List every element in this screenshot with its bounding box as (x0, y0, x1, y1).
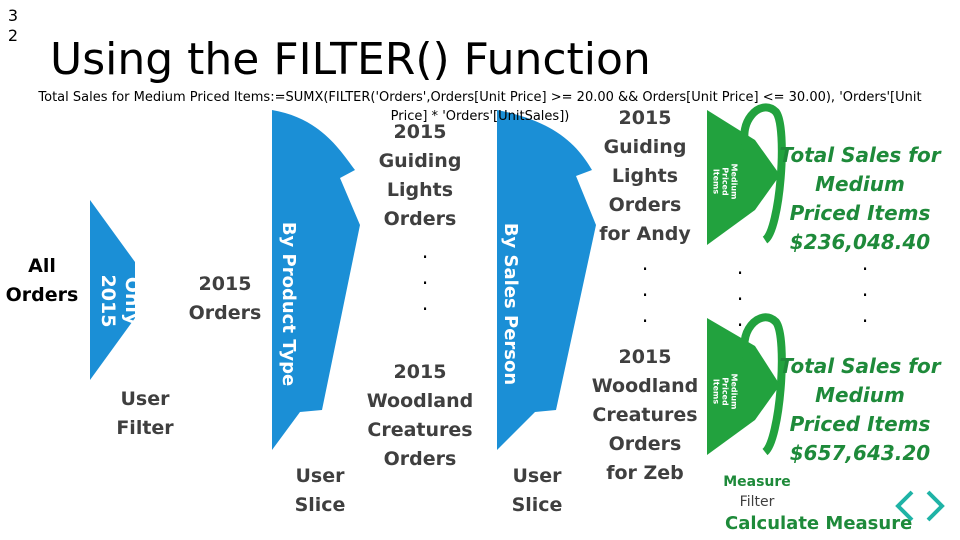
by-sales-person-label: By Sales Person (500, 222, 521, 386)
total-sales-top: Total Sales for Medium Priced Items $236… (779, 143, 941, 254)
medium-loop-bottom (740, 313, 786, 456)
slide-number-line-2: 2 (7, 26, 19, 45)
dax-formula: Total Sales for Medium Priced Items:=SUM… (38, 90, 922, 124)
measure-filter-label: Measure Filter (723, 474, 791, 510)
code-brackets-icon (895, 490, 945, 522)
slide-number-line-1: 3 (7, 6, 19, 25)
ellipsis-totals: ... (861, 251, 869, 327)
funnel-only-2015 (90, 200, 135, 380)
medium-priced-bottom-shape (707, 318, 780, 455)
medium-loop-top (740, 103, 786, 244)
medium-priced-top-shape (707, 110, 780, 245)
total-sales-bottom: Total Sales for Medium Priced Items $657… (779, 354, 941, 465)
slide-number: 3 2 (6, 6, 20, 46)
woodland-orders-label: 2015 Woodland Creatures Orders (366, 361, 474, 470)
ellipsis-right-middle: ... (641, 251, 649, 327)
guiding-lights-orders-label: 2015 Guiding Lights Orders (378, 121, 462, 230)
ellipsis-middle: ... (421, 239, 429, 315)
slide-title: Using the FILTER() Function (50, 34, 651, 85)
arrow-by-sales-person (497, 110, 596, 450)
by-product-type-label: By Product Type (278, 221, 299, 387)
ellipsis-green: ... (736, 255, 744, 331)
woodland-zeb-label: 2015 Woodland Creatures Orders for Zeb (591, 346, 699, 484)
guiding-lights-andy-label: 2015 Guiding Lights Orders for Andy (599, 107, 691, 245)
calculate-measure-label: Calculate Measure (725, 513, 913, 534)
arrow-by-product-type (272, 110, 360, 450)
